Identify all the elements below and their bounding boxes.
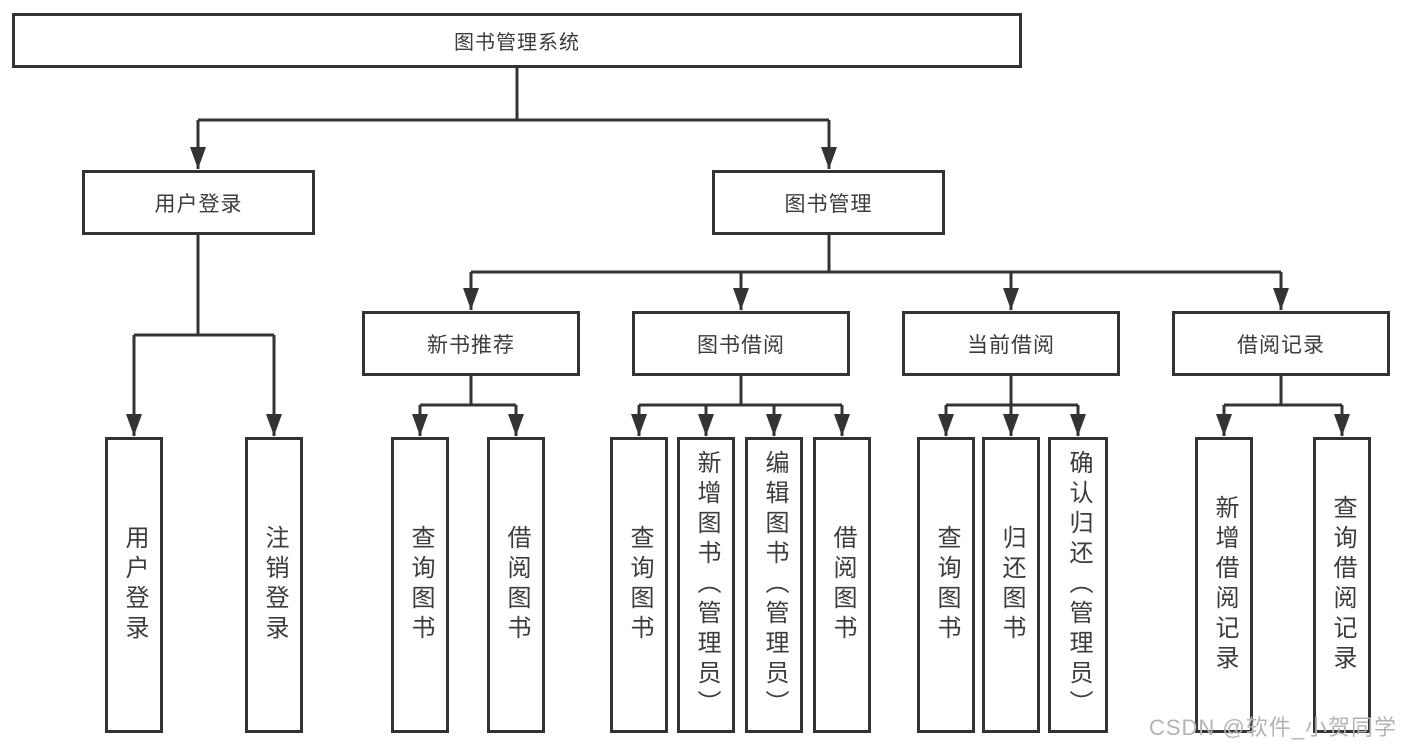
node-new-book-recommend: 新书推荐 — [362, 311, 580, 376]
leaf-user-login: 用户登录 — [105, 437, 163, 733]
leaf-bb-add-books-admin: 新增图书（管理员） — [677, 437, 735, 733]
leaf-logout: 注销登录 — [245, 437, 303, 733]
leaf-br-add-record: 新增借阅记录 — [1195, 437, 1253, 733]
node-user-login: 用户登录 — [82, 170, 315, 235]
node-borrowing-records: 借阅记录 — [1172, 311, 1390, 376]
node-root: 图书管理系统 — [12, 13, 1022, 68]
leaf-br-query-record: 查询借阅记录 — [1313, 437, 1371, 733]
leaf-nb-query-books: 查询图书 — [391, 437, 449, 733]
leaf-nb-borrow-books: 借阅图书 — [487, 437, 545, 733]
leaf-cb-confirm-return-admin: 确认归还（管理员） — [1048, 437, 1108, 733]
leaf-bb-edit-books-admin: 编辑图书（管理员） — [745, 437, 803, 733]
node-book-management: 图书管理 — [712, 170, 945, 235]
node-book-borrowing: 图书借阅 — [632, 311, 850, 376]
watermark: CSDN @软件_小贺同学 — [1148, 715, 1397, 740]
node-current-borrowing: 当前借阅 — [902, 311, 1120, 376]
leaf-cb-query-books: 查询图书 — [917, 437, 975, 733]
leaf-bb-borrow-books: 借阅图书 — [813, 437, 871, 733]
leaf-bb-query-books: 查询图书 — [610, 437, 668, 733]
leaf-cb-return-books: 归还图书 — [982, 437, 1040, 733]
